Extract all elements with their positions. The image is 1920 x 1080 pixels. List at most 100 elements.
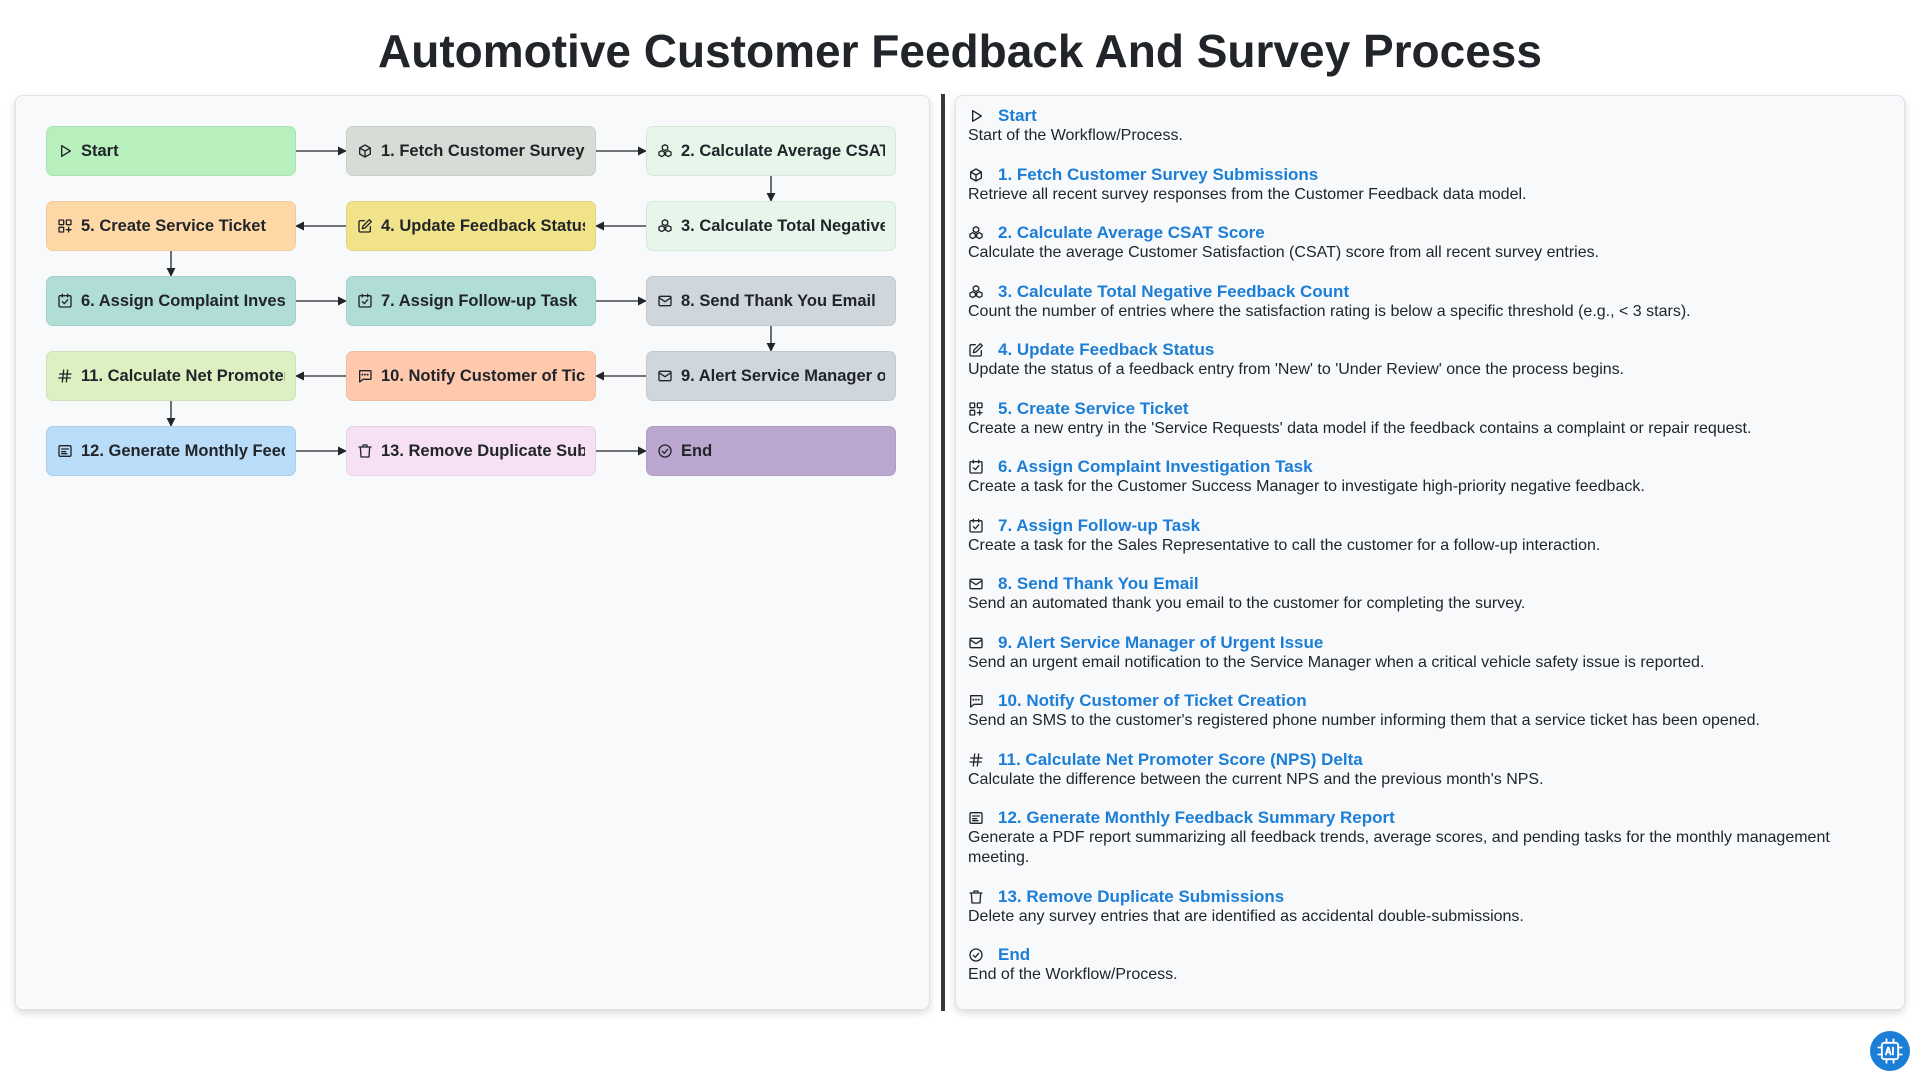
flow-node-label: 4. Update Feedback Status [381,216,585,235]
step-header: End [968,945,1892,965]
step-header: 1. Fetch Customer Survey Submissions [968,165,1892,185]
step-title[interactable]: 10. Notify Customer of Ticket Creation [998,691,1307,710]
step-title[interactable]: 9. Alert Service Manager of Urgent Issue [998,632,1324,652]
play-icon [57,143,73,159]
flow-node-label: End [681,441,713,460]
step-description: Start of the Workflow/Process. [968,127,1183,144]
step-title[interactable]: 7. Assign Follow-up Task [998,515,1201,535]
flow-node-n8[interactable]: 8. Send Thank You Email [646,276,896,326]
cube-icon [968,167,984,183]
ai-chip-icon[interactable] [1870,1031,1910,1071]
flow-node-n12[interactable]: 12. Generate Monthly Feedback Summary Re… [46,426,296,476]
grid-plus-icon [968,401,984,417]
step-title[interactable]: 11. Calculate Net Promoter Score (NPS) D… [998,749,1363,769]
flow-node-label: 5. Create Service Ticket [81,216,266,235]
cubes-icon [657,218,673,234]
step-description: Create a new entry in the 'Service Reque… [968,419,1752,437]
flow-node-start[interactable]: Start [46,126,296,176]
flow-node-label: 1. Fetch Customer Survey Submissions [381,141,585,160]
flow-node-n2[interactable]: 2. Calculate Average CSAT Score [646,126,896,176]
step-title[interactable]: 2. Calculate Average CSAT Score [998,223,1265,242]
panel-divider[interactable] [941,94,945,1011]
step-title[interactable]: End [998,945,1031,964]
cubes-icon [657,143,673,159]
flow-node-label: 13. Remove Duplicate Submissions [381,441,585,460]
flow-node-label: Start [81,141,119,160]
step-title[interactable]: 6. Assign Complaint Investigation Task [998,457,1313,476]
step-title[interactable]: Start [998,106,1037,125]
flow-node-n9[interactable]: 9. Alert Service Manager of Urgent Issue [646,351,896,401]
step-title[interactable]: 5. Create Service Ticket [998,398,1189,418]
flow-node-n3[interactable]: 3. Calculate Total Negative Feedback Cou… [646,201,896,251]
flow-node-n7[interactable]: 7. Assign Follow-up Task [346,276,596,326]
flowchart-panel: Start 1. Fetch Customer Survey Submission… [15,95,930,1010]
grid-plus-icon [57,218,73,234]
flow-node-label: 9. Alert Service Manager of Urgent Issue [681,366,885,385]
report-icon [968,810,984,826]
step-title[interactable]: 12. Generate Monthly Feedback Summary Re… [998,808,1395,827]
checkbox-icon [968,518,984,534]
step-title[interactable]: 1. Fetch Customer Survey Submissions [998,164,1319,184]
check-circle-icon [657,443,673,459]
step-item: 3. Calculate Total Negative Feedback Cou… [968,282,1892,322]
step-title[interactable]: 13. Remove Duplicate Submissions [998,886,1285,906]
step-description: Create a task for the Customer Success M… [968,478,1645,495]
step-header: Start [968,106,1892,126]
play-icon [968,108,984,124]
flow-node-n10[interactable]: 10. Notify Customer of Ticket Creation [346,351,596,401]
flow-edges [166,146,776,456]
step-title[interactable]: 3. Calculate Total Negative Feedback Cou… [998,281,1350,301]
page-title: Automotive Customer Feedback And Survey … [378,25,1542,77]
step-item: 9. Alert Service Manager of Urgent Issue… [968,633,1892,673]
step-header: 2. Calculate Average CSAT Score [968,223,1892,243]
step-header: 5. Create Service Ticket [968,399,1892,419]
mail-icon [968,635,984,651]
step-description: Delete any survey entries that are ident… [968,907,1524,925]
step-header: 11. Calculate Net Promoter Score (NPS) D… [968,750,1892,770]
check-circle-icon [968,947,984,963]
step-header: 9. Alert Service Manager of Urgent Issue [968,633,1892,653]
step-description: Count the number of entries where the sa… [968,302,1691,320]
step-title[interactable]: 4. Update Feedback Status [998,340,1215,359]
step-description: End of the Workflow/Process. [968,966,1178,983]
hash-icon [57,368,73,384]
step-title[interactable]: 8. Send Thank You Email [998,574,1199,593]
hash-icon [968,752,984,768]
flow-node-n13[interactable]: 13. Remove Duplicate Submissions [346,426,596,476]
flow-node-label: 12. Generate Monthly Feedback Summary Re… [81,441,285,460]
flow-node-end[interactable]: End [646,426,896,476]
step-description: Update the status of a feedback entry fr… [968,361,1625,378]
step-description: Generate a PDF report summarizing all fe… [968,829,1830,866]
edit-icon [357,218,373,234]
flow-node-n6[interactable]: 6. Assign Complaint Investigation Task [46,276,296,326]
cubes-icon [968,225,984,241]
step-header: 7. Assign Follow-up Task [968,516,1892,536]
step-header: 12. Generate Monthly Feedback Summary Re… [968,808,1892,828]
step-header: 10. Notify Customer of Ticket Creation [968,691,1892,711]
trash-icon [357,443,373,459]
step-item: 11. Calculate Net Promoter Score (NPS) D… [968,750,1892,790]
mail-icon [968,576,984,592]
flow-node-n4[interactable]: 4. Update Feedback Status [346,201,596,251]
step-header: 13. Remove Duplicate Submissions [968,887,1892,907]
flow-node-n1[interactable]: 1. Fetch Customer Survey Submissions [346,126,596,176]
flow-node-n11[interactable]: 11. Calculate Net Promoter Score (NPS) D… [46,351,296,401]
step-description: Calculate the difference between the cur… [968,770,1544,788]
step-description: Send an urgent email notification to the… [968,653,1705,671]
flow-node-label: 7. Assign Follow-up Task [381,291,578,310]
step-item: 12. Generate Monthly Feedback Summary Re… [968,808,1892,868]
checkbox-icon [357,293,373,309]
cube-icon [357,143,373,159]
mail-icon [657,293,673,309]
step-description: Create a task for the Sales Representati… [968,536,1601,554]
flow-node-n5[interactable]: 5. Create Service Ticket [46,201,296,251]
